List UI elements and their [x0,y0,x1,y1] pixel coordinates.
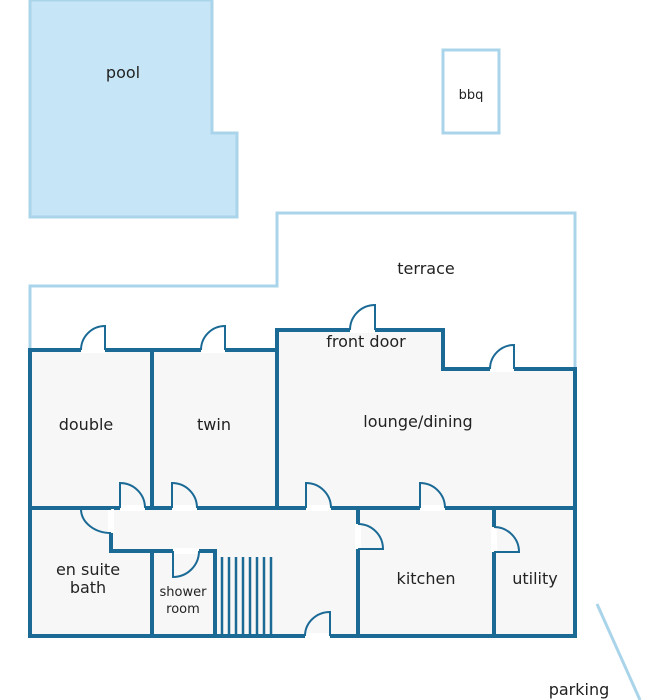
utility-label: utility [512,569,558,588]
door-swing-icon[interactable] [304,610,331,639]
en-suite-label-line2: bath [70,578,106,597]
door-swing-icon[interactable] [491,526,521,553]
terrace-label: terrace [397,259,454,278]
bbq-label: bbq [459,88,484,103]
door-swing-icon[interactable] [172,548,200,579]
twin-label: twin [197,415,231,434]
door-swing-icon[interactable] [119,481,146,511]
front-door-label: front door [326,332,406,351]
en-suite-label-line1: en suite [56,560,120,579]
terrace-area[interactable] [28,211,577,369]
room-labels: pool bbq terrace front door double twin … [56,63,609,699]
door-swing-icon[interactable] [419,481,446,511]
stairs-icon [220,557,273,636]
door-swing-icon[interactable] [79,508,114,534]
double-label: double [59,415,114,434]
parking-path [595,603,642,700]
doors [79,303,521,639]
door-swing-icon[interactable] [80,324,106,353]
lounge-dining-label: lounge/dining [363,412,472,431]
door-swing-icon[interactable] [489,343,515,372]
door-swing-icon[interactable] [349,303,376,333]
door-swing-icon[interactable] [200,324,226,353]
parking-label: parking [549,680,610,699]
door-swing-icon[interactable] [305,481,332,511]
door-swing-icon[interactable] [171,481,198,511]
shower-room-label-line1: shower [160,585,208,600]
pool-label: pool [106,63,140,82]
exterior-wall [28,328,577,638]
kitchen-label: kitchen [397,569,456,588]
shower-room-label-line2: room [166,602,200,617]
bbq-area[interactable] [441,48,501,135]
pool-area[interactable] [28,0,239,219]
door-swing-icon[interactable] [355,523,385,550]
outdoor-areas [28,0,642,700]
